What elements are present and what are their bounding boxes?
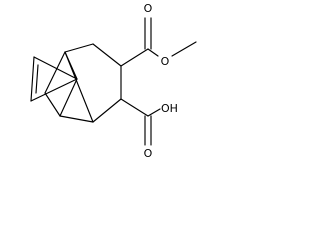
bicyclic-core (44, 43, 122, 123)
bond-ester-o-methyl (171, 41, 197, 57)
ester-carbonyl-oxygen-label: O (144, 2, 153, 15)
methyl-ester-group: O O (120, 2, 197, 68)
bond-top-left-bridge (44, 51, 66, 94)
bond-ester-c-o-single (147, 48, 159, 57)
ester-link-oxygen-label: O (161, 55, 170, 68)
bond-ring-top-spiro (33, 56, 78, 80)
bond-acid-c-oh (147, 108, 161, 117)
bond-acid-carbon-bottom (92, 98, 122, 123)
bond-ring-left-top (30, 56, 35, 102)
bond-spiro-bridgehead-bottom (59, 78, 78, 117)
acid-hydroxyl-label: OH (161, 102, 178, 115)
bond-ring-to-ester-carbon (120, 48, 149, 67)
bond-ring-to-acid-carbon (120, 98, 149, 117)
bond-ring-bottom-spiro (30, 78, 78, 102)
bond-bridgehead-top-right (64, 43, 94, 53)
bond-top-front-bridge (64, 51, 94, 123)
carboxylic-acid-group: OH O (120, 98, 178, 160)
cyclopropene-ring (30, 56, 78, 102)
bond-top-right-chain (92, 43, 122, 67)
bond-left-bridge-bottom (44, 92, 61, 117)
bond-ring-left-top-inner (35, 64, 39, 94)
bond-bottom-bridgehead (59, 115, 94, 123)
acid-carbonyl-oxygen-label: O (144, 147, 153, 160)
chemical-structure-diagram: O O OH O (30, 2, 197, 160)
